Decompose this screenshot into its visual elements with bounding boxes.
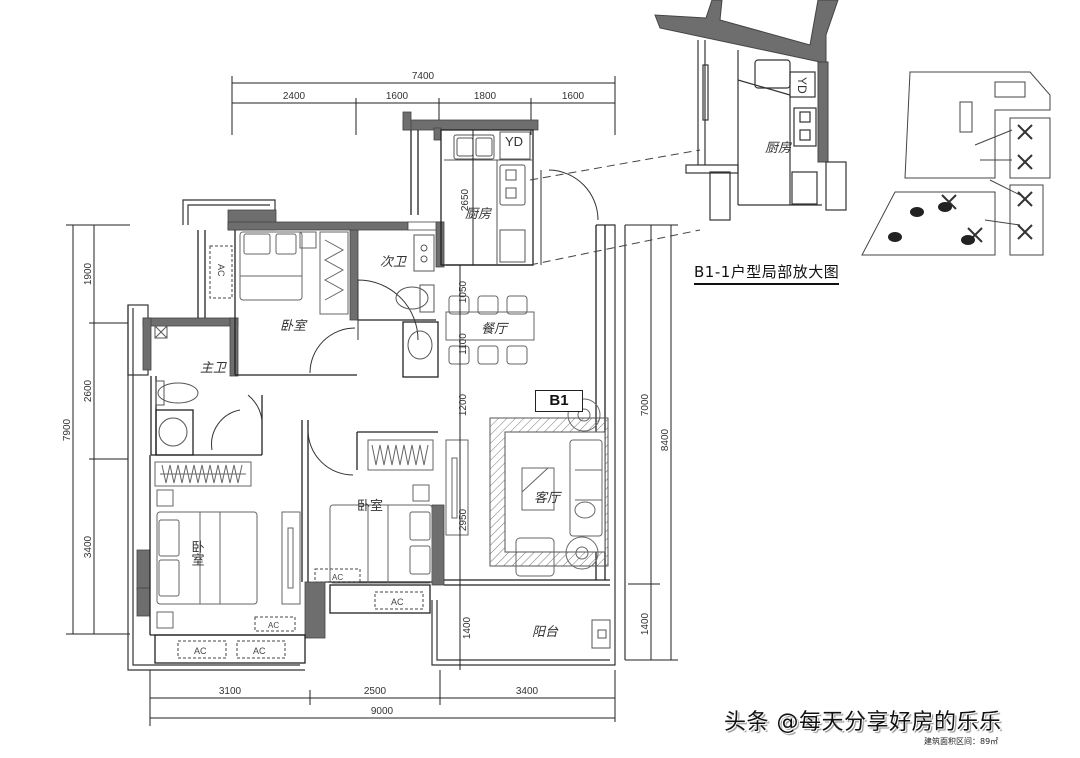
- unit-tag: B1: [535, 390, 583, 412]
- room-bedroom-top: 卧室: [280, 318, 308, 334]
- yd-label: YD: [505, 134, 523, 149]
- door-swings: [211, 169, 599, 476]
- ac-label-5: AC: [332, 573, 343, 582]
- dining-set: [445, 295, 535, 365]
- dim-left-seg-3: 3400: [83, 535, 94, 558]
- dim-left-seg-2: 2600: [83, 379, 94, 402]
- room-kitchen: 厨房: [465, 207, 492, 222]
- right-dimension-lines: [625, 224, 678, 661]
- dim-top-seg-2: 1600: [386, 91, 409, 102]
- bottom-dimension-lines: [149, 670, 616, 726]
- ac-units: [177, 245, 424, 659]
- dim-top-seg-4: 1600: [562, 91, 585, 102]
- bedroom-furniture: [154, 231, 434, 629]
- dim-dining-1: 1050: [458, 280, 469, 303]
- dim-right-seg-1: 7000: [640, 393, 651, 416]
- living-room-furniture: [445, 398, 609, 577]
- bathroom-fixtures: [154, 234, 435, 447]
- ac-label-3: AC: [391, 597, 404, 607]
- room-balcony: 阳台: [532, 625, 559, 640]
- room-master-bath: 主卫: [200, 361, 227, 376]
- room-bedroom-master: 卧室: [189, 540, 205, 566]
- room-dining: 餐厅: [481, 322, 509, 337]
- ac-label-2: AC: [253, 646, 266, 656]
- inset-callout-lines: [529, 149, 701, 266]
- inset-title: B1-1户型局部放大图: [694, 261, 840, 285]
- dim-dining-2: 1100: [458, 333, 469, 355]
- dim-bottom-seg-2: 2500: [364, 686, 387, 697]
- ac-label-1: AC: [194, 646, 207, 656]
- area-note: 建筑面积区间：89㎡: [924, 737, 999, 746]
- dim-right-seg-2: 1400: [640, 612, 651, 635]
- ac-label-6: AC: [216, 264, 226, 277]
- top-dimension-lines: [231, 76, 616, 135]
- room-living: 客厅: [534, 490, 562, 506]
- dim-kitchen: 2650: [460, 188, 471, 211]
- interior-dimension-line: [459, 130, 474, 670]
- structural-walls: [136, 111, 539, 639]
- dim-bottom-total: 9000: [371, 706, 394, 717]
- left-dimension-lines: [66, 224, 130, 635]
- inset-room-kitchen: 厨房: [765, 141, 792, 156]
- dim-dining-3: 1200: [458, 393, 469, 416]
- inset-kitchen-plan: [654, 0, 847, 221]
- dim-top-seg-3: 1800: [474, 91, 497, 102]
- dim-left-total: 7900: [62, 418, 73, 441]
- dim-bottom-seg-3: 3400: [516, 686, 539, 697]
- ac-label-4: AC: [268, 621, 279, 630]
- exterior-outlines: [127, 199, 626, 671]
- site-key-map: [861, 71, 1051, 256]
- dim-top-total: 7400: [412, 71, 435, 82]
- dim-living: 2950: [458, 508, 469, 531]
- dim-top-seg-1: 2400: [283, 91, 306, 102]
- inset-yd-label: YD: [795, 77, 809, 94]
- dim-right-total: 8400: [660, 428, 671, 451]
- washer: [591, 619, 611, 649]
- dim-balcony: 1400: [462, 616, 473, 639]
- dim-bottom-seg-1: 3100: [219, 686, 242, 697]
- room-bedroom-second: 卧室: [357, 498, 383, 514]
- kitchen-fixtures: [444, 131, 532, 265]
- dim-left-seg-1: 1900: [83, 262, 94, 285]
- room-second-bath: 次卫: [380, 255, 407, 270]
- watermark: 头条 @每天分享好房的乐乐: [724, 710, 1002, 735]
